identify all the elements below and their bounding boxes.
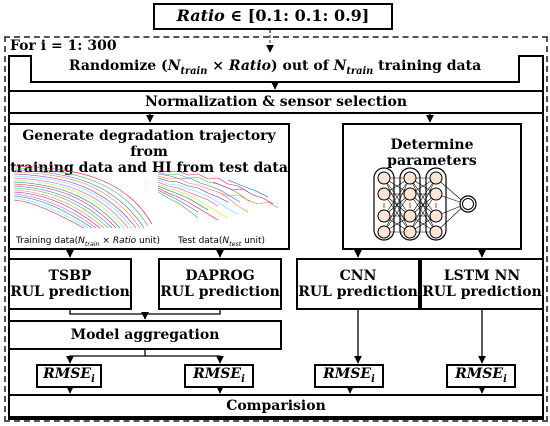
randomize-post: ) out of	[271, 58, 334, 75]
loop-label: For i = 1: 300	[10, 38, 117, 54]
ratio-box: Ratio ∈ [0.1: 0.1: 0.9]	[153, 3, 393, 30]
lstm-sub: RUL prediction	[422, 284, 542, 300]
rmse-box-1: RMSEi	[36, 364, 102, 388]
cnn-box: CNN RUL prediction	[296, 258, 420, 310]
randomize-times: ×	[207, 58, 229, 75]
test-trajectory-plot	[158, 169, 279, 221]
randomize-n1-sub: train	[180, 66, 208, 78]
cnn-sub: RUL prediction	[298, 284, 418, 300]
tsbp-sub: RUL prediction	[10, 284, 130, 300]
ratio-range: ∈ [0.1: 0.1: 0.9]	[230, 6, 370, 26]
randomize-n1: N	[167, 58, 181, 75]
normalization-label: Normalization & sensor selection	[144, 93, 408, 110]
daprog-box: DAPROG RUL prediction	[158, 258, 282, 310]
randomize-box: Randomize (Ntrain × Ratio) out of Ntrain…	[30, 55, 520, 83]
comparison-box: Comparision	[8, 394, 544, 418]
params-line-2: parameters	[387, 153, 477, 170]
rmse-box-3: RMSEi	[314, 364, 384, 388]
comparison-label: Comparision	[226, 397, 326, 414]
cnn-name: CNN	[339, 267, 377, 284]
randomize-ratio: Ratio	[228, 58, 272, 75]
randomize-n2-sub: train	[346, 66, 374, 78]
lstm-name: LSTM NN	[443, 267, 521, 284]
params-line-1: Determine	[390, 137, 474, 153]
daprog-name: DAPROG	[185, 267, 255, 284]
rmse-box-2: RMSEi	[184, 364, 254, 388]
lstm-box: LSTM NN RUL prediction	[420, 258, 544, 310]
aggregation-box: Model aggregation	[8, 320, 282, 350]
randomize-tail: training data	[373, 58, 482, 75]
daprog-sub: RUL prediction	[160, 284, 280, 300]
trajectory-box: Generate degradation trajectory from tra…	[8, 123, 290, 250]
ratio-var: Ratio	[176, 6, 225, 26]
neural-network-icon	[373, 167, 477, 241]
normalization-box: Normalization & sensor selection	[8, 90, 544, 114]
randomize-n2: N	[333, 58, 347, 75]
tsbp-name: TSBP	[48, 267, 92, 284]
aggregation-label: Model aggregation	[70, 326, 220, 343]
trajectory-title-2: training data and HI from test data	[10, 160, 288, 177]
trajectory-title-1: Generate degradation trajectory from	[22, 128, 276, 161]
training-trajectory-plot	[14, 165, 153, 229]
loop-region	[4, 36, 548, 422]
test-caption: Test data(Ntest unit)	[178, 236, 266, 248]
randomize-pre: Randomize (	[68, 58, 168, 75]
training-caption: Training data(Ntrain × Ratio unit)	[16, 236, 160, 248]
tsbp-box: TSBP RUL prediction	[8, 258, 132, 310]
